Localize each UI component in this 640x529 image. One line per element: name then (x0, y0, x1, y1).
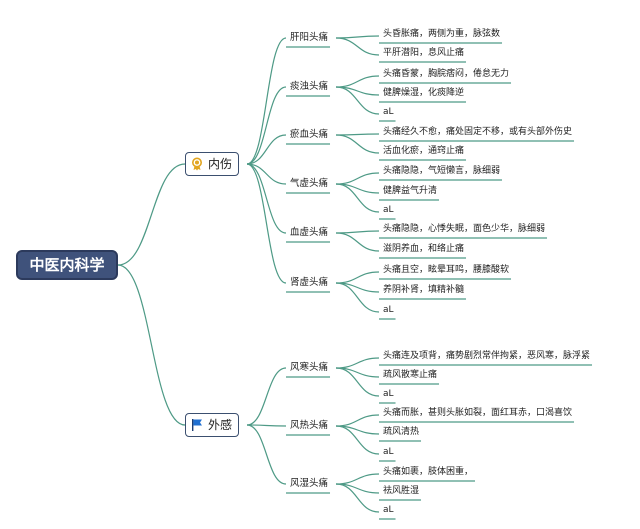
topic-to-leaf-line (335, 367, 380, 397)
category-node[interactable]: 内伤 (185, 152, 240, 176)
category-to-topic-line (246, 163, 287, 234)
root-to-category-line (117, 163, 186, 266)
topic-to-leaf-line (335, 271, 380, 284)
category-to-topic-line (246, 37, 287, 165)
leaf-node[interactable]: aL (383, 389, 394, 399)
leaf-node[interactable]: 头痛如裹，肢体困重， (383, 467, 474, 477)
topic-to-leaf-line (335, 414, 380, 427)
leaf-node[interactable]: 平肝潜阳，息风止痛 (383, 48, 465, 58)
leaf-node[interactable]: 健脾燥湿，化痰降逆 (383, 88, 465, 98)
topic-to-leaf-line (335, 35, 380, 39)
category-to-topic-line (246, 424, 287, 427)
category-to-topic-line (246, 163, 287, 185)
subtopic-node[interactable]: 肝阳头痛 (290, 32, 329, 43)
topic-to-leaf-line (335, 473, 380, 485)
topic-to-leaf-line (335, 86, 380, 115)
topic-to-leaf-line (335, 134, 380, 154)
leaf-node[interactable]: 祛风胜湿 (383, 486, 420, 496)
category-to-topic-line (246, 134, 287, 165)
leaf-node[interactable]: 头痛连及项背，痛势剧烈常伴拘紧，恶风寒，脉浮紧 (383, 351, 591, 361)
leaf-node[interactable]: 健脾益气升清 (383, 186, 438, 196)
leaf-node[interactable]: aL (383, 305, 394, 315)
root-topic[interactable]: 中医内科学 (16, 250, 118, 280)
leaf-node[interactable]: aL (383, 107, 394, 117)
leaf-node[interactable]: 头痛且空，眩晕耳鸣，腰膝酸软 (383, 265, 510, 275)
leaf-node[interactable]: 滋阴养血，和络止痛 (383, 244, 465, 254)
root-to-category-line (117, 264, 186, 426)
topic-to-leaf-line (335, 37, 380, 56)
leaf-node[interactable]: 头痛而胀，甚则头胀如裂，面红耳赤，口渴喜饮 (383, 408, 573, 418)
leaf-node[interactable]: aL (383, 505, 394, 515)
category-node[interactable]: 外感 (185, 413, 240, 437)
topic-to-leaf-line (335, 483, 380, 513)
leaf-node[interactable]: 头痛经久不愈，痛处固定不移，或有头部外伤史 (383, 127, 573, 137)
subtopic-node[interactable]: 痰浊头痛 (290, 81, 329, 92)
leaf-node[interactable]: 头痛隐隐，心悸失眠，面色少华，脉细弱 (383, 224, 546, 234)
category-label: 内伤 (208, 157, 233, 171)
subtopic-node[interactable]: 气虚头痛 (290, 178, 329, 189)
topic-to-leaf-line (335, 172, 380, 185)
leaf-node[interactable]: 疏风清热 (383, 427, 420, 437)
leaf-node[interactable]: 头痛隐隐，气短懒言，脉细弱 (383, 166, 501, 176)
topic-to-leaf-line (335, 75, 380, 88)
topic-to-leaf-line (335, 425, 380, 455)
topic-to-leaf-line (335, 133, 380, 136)
topic-to-leaf-line (335, 232, 380, 252)
category-to-topic-line (246, 163, 287, 284)
category-to-topic-line (246, 86, 287, 165)
subtopic-node[interactable]: 瘀血头痛 (290, 129, 329, 140)
leaf-node[interactable]: aL (383, 447, 394, 457)
topic-to-leaf-line (335, 230, 380, 234)
subtopic-node[interactable]: 风热头痛 (290, 420, 329, 431)
leaf-node[interactable]: 活血化瘀，通窍止痛 (383, 146, 465, 156)
leaf-node[interactable]: 养阴补肾，填精补髓 (383, 285, 465, 295)
category-label: 外感 (208, 418, 233, 432)
subtopic-node[interactable]: 风寒头痛 (290, 362, 329, 373)
subtopic-node[interactable]: 血虚头痛 (290, 227, 329, 238)
subtopic-node[interactable]: 风湿头痛 (290, 478, 329, 489)
leaf-node[interactable]: aL (383, 205, 394, 215)
blue-flag-icon (192, 419, 202, 431)
category-to-topic-line (246, 424, 287, 485)
topic-to-leaf-line (335, 183, 380, 213)
ribbon-badge-icon (192, 157, 202, 171)
topic-to-leaf-line (335, 357, 380, 369)
leaf-node[interactable]: 疏风散寒止痛 (383, 370, 438, 380)
category-to-topic-line (246, 367, 287, 426)
leaf-node[interactable]: 头昏胀痛，两侧为重，脉弦数 (383, 29, 501, 39)
leaf-node[interactable]: 头痛昏蒙，胸脘痞闷，倦怠无力 (383, 69, 510, 79)
topic-to-leaf-line (335, 282, 380, 313)
subtopic-node[interactable]: 肾虚头痛 (290, 277, 329, 288)
